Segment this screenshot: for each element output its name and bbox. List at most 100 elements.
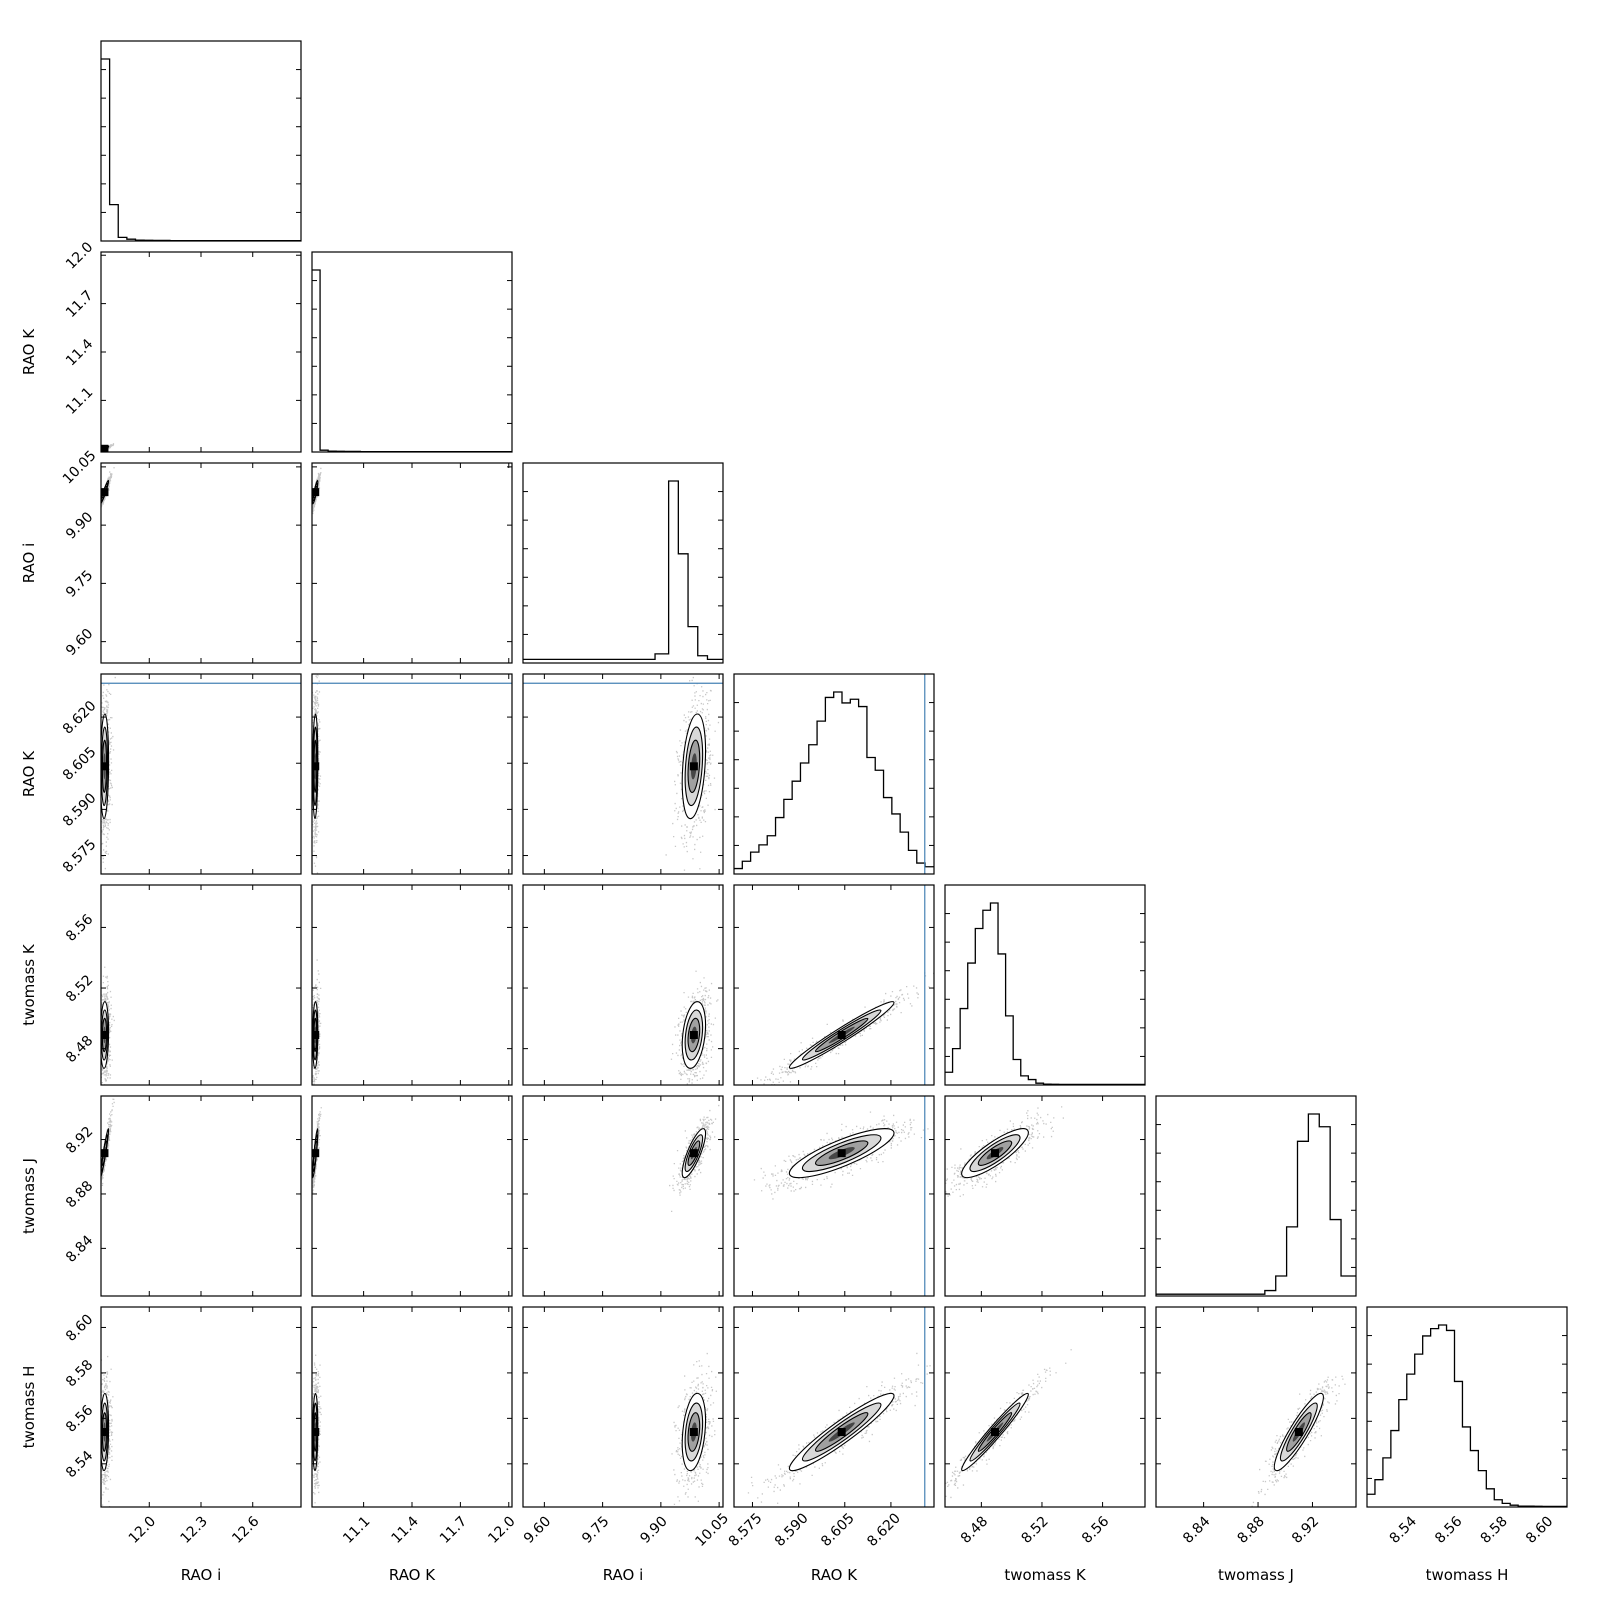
- hist-bar: [1423, 1336, 1431, 1507]
- panel-frame: [733, 884, 935, 1086]
- x-tick-label: 8.56: [1432, 1513, 1465, 1546]
- scatter-panel-7-5: [944, 1306, 1146, 1508]
- x-tick-label: 9.75: [579, 1513, 612, 1546]
- panel-frame: [1155, 1095, 1357, 1297]
- y-tick-label: 11.4: [63, 336, 96, 369]
- hist-bar: [1431, 1329, 1439, 1507]
- hist-bar: [968, 963, 976, 1085]
- y-tick-label: 10.05: [60, 448, 100, 488]
- hist-bar: [1447, 1330, 1455, 1507]
- hist-bar: [734, 869, 742, 874]
- density-peak: [312, 762, 320, 771]
- hist-bar: [669, 481, 679, 663]
- hist-panel-1: [100, 40, 302, 242]
- x-tick-label: 9.90: [637, 1513, 670, 1546]
- scatter-panel-7-6: [1155, 1306, 1357, 1508]
- hist-panel-6: [1155, 1095, 1357, 1297]
- panel-content: [101, 1098, 115, 1190]
- hist-bar: [1478, 1471, 1486, 1507]
- scatter-panel-4-3: [522, 673, 724, 875]
- y-axis-label: RAO K: [20, 750, 38, 797]
- hist-bar: [1021, 1076, 1029, 1085]
- x-tick-label: 12.3: [177, 1513, 210, 1546]
- panel-content: [312, 467, 322, 515]
- y-tick-label: 8.48: [63, 1033, 96, 1066]
- hist-step-line: [945, 902, 1145, 1086]
- hist-bar: [312, 270, 320, 452]
- hist-bar: [101, 59, 110, 241]
- scatter-panel-3-2: [311, 462, 513, 664]
- panel-frame: [311, 1095, 513, 1297]
- hist-step-line: [523, 480, 723, 661]
- density-peak: [101, 488, 109, 497]
- panel-frame: [522, 1095, 724, 1297]
- x-axis-label: twomass K: [1004, 1566, 1087, 1584]
- scatter-panel-2-1: [100, 251, 302, 453]
- density-peak: [312, 488, 320, 497]
- panel-frame: [100, 462, 302, 664]
- x-axis-label: twomass H: [1426, 1566, 1509, 1584]
- scatter-panel-7-2: [311, 1306, 513, 1508]
- y-tick-label: 8.620: [60, 698, 100, 738]
- hist-bar: [1341, 1276, 1356, 1296]
- x-tick-label: 8.575: [726, 1510, 766, 1550]
- density-peak: [991, 1428, 999, 1436]
- hist-bar: [1287, 1227, 1298, 1296]
- panel-frame: [944, 1095, 1146, 1297]
- hist-bar: [1297, 1141, 1308, 1296]
- panel-frame: [733, 1306, 935, 1508]
- panel-frame: [944, 884, 1146, 1086]
- panel-frame: [733, 673, 935, 875]
- panel-content: [747, 1307, 931, 1507]
- density-peak: [101, 762, 109, 771]
- scatter-panel-4-2: [311, 673, 513, 875]
- scatter-panel-6-2: [311, 1095, 513, 1297]
- hist-bar: [1383, 1458, 1391, 1507]
- scatter-panel-5-1: [100, 884, 302, 1086]
- panel-frame: [100, 251, 302, 453]
- hist-bar: [767, 836, 775, 874]
- x-tick-label: 8.590: [772, 1510, 812, 1550]
- hist-bar: [884, 798, 892, 874]
- panel-frame: [311, 1306, 513, 1508]
- y-tick-label: 8.60: [63, 1311, 96, 1344]
- hist-bar: [751, 852, 759, 874]
- x-tick-label: 11.4: [388, 1513, 421, 1546]
- panel-frame: [100, 673, 302, 875]
- hist-panel-7: [1366, 1306, 1568, 1508]
- hist-bar: [850, 699, 858, 874]
- panel-content: [671, 1352, 717, 1505]
- hist-panel-2: [311, 251, 513, 453]
- y-tick-label: 8.575: [60, 836, 100, 876]
- panel-content: [756, 885, 934, 1085]
- x-axis-label: RAO K: [389, 1566, 436, 1584]
- x-axis-label: RAO i: [181, 1566, 222, 1584]
- density-peak: [837, 1428, 846, 1436]
- hist-bar: [688, 627, 698, 663]
- panel-frame: [100, 1306, 302, 1508]
- hist-bar: [1028, 1080, 1036, 1085]
- density-peak: [837, 1149, 846, 1158]
- hist-step-line: [1367, 1324, 1567, 1508]
- scatter-panel-6-3: [522, 1095, 724, 1297]
- scatter-panel-7-3: [522, 1306, 724, 1508]
- hist-bar: [1470, 1451, 1478, 1507]
- x-tick-label: 8.58: [1478, 1513, 1511, 1546]
- density-peak: [837, 1031, 846, 1039]
- hist-bar: [1308, 1114, 1319, 1296]
- x-axis-label: RAO K: [811, 1566, 858, 1584]
- hist-step-line: [101, 58, 301, 242]
- hist-bar: [776, 818, 784, 874]
- hist-bar: [1455, 1381, 1463, 1507]
- hist-bar: [975, 928, 983, 1085]
- density-peak: [101, 1149, 109, 1158]
- hist-bar: [742, 861, 750, 874]
